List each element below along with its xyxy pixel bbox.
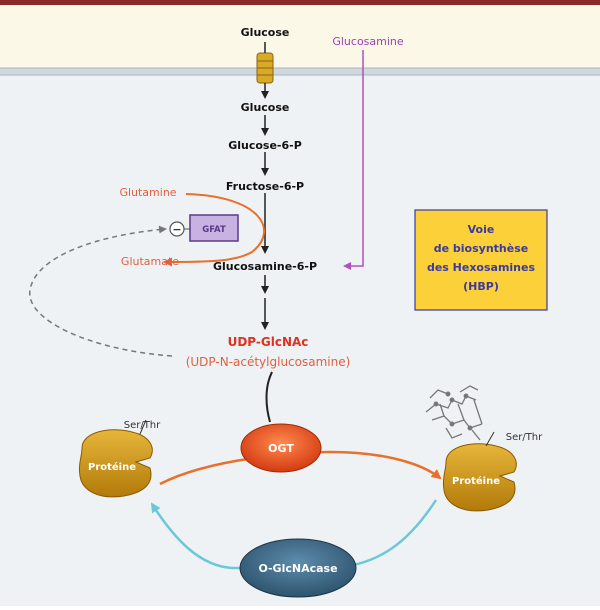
oglcnacase-enzyme: O-GlcNAcase (239, 538, 357, 598)
ogt-enzyme: OGT (240, 423, 322, 473)
serthr-right-label: Ser/Thr (506, 432, 543, 443)
fructose-6-p-label: Fructose-6-P (226, 180, 304, 193)
glutamate-label: Glutamate (121, 255, 179, 268)
glutamine-glutamate-arrow (163, 193, 266, 267)
glucosamine-label: Glucosamine (332, 35, 404, 48)
extracellular-background (0, 0, 600, 68)
gfat-enzyme: − GFAT (169, 214, 239, 242)
protein-left: Protéine Ser/Thr (78, 419, 161, 498)
top-border (0, 0, 600, 5)
o-glcnac-molecule-icon (425, 385, 483, 441)
glucose-outside-label: Glucose (241, 26, 290, 39)
glutamine-label: Glutamine (119, 186, 176, 199)
hbp-box: Voie de biosynthèse des Hexosamines (HBP… (414, 209, 548, 311)
glucosamine-6-p-label: Glucosamine-6-P (213, 260, 317, 273)
glycosylation-arrow (159, 450, 442, 486)
gfat-box (189, 214, 239, 242)
udp-glcnac-fullname: (UDP-N-acétylglucosamine) (186, 355, 351, 369)
oglcnacase-label: O-GlcNAcase (258, 562, 337, 575)
protein-left-label: Protéine (88, 461, 136, 473)
glucose-inside-label: Glucose (241, 101, 290, 114)
inhibition-sign: − (172, 223, 181, 236)
glucose-6-p-label: Glucose-6-P (228, 139, 302, 152)
cell-membrane (0, 68, 600, 75)
gfat-label: GFAT (202, 225, 226, 235)
glucosamine-arrow (343, 50, 364, 270)
udp-to-ogt-line (265, 371, 273, 423)
hbp-line-3: des Hexosamines (427, 261, 536, 274)
udp-glcnac-label: UDP-GlcNAc (228, 335, 309, 349)
hbp-line-1: Voie (468, 223, 495, 236)
hbp-line-4: (HBP) (463, 280, 499, 293)
glucose-transporter-icon (256, 42, 274, 84)
hbp-line-2: de biosynthèse (434, 242, 528, 255)
ogt-label: OGT (268, 442, 294, 455)
protein-right-label: Protéine (452, 475, 500, 487)
feedback-inhibition-arrow (29, 225, 173, 357)
protein-right: Protéine Ser/Thr (442, 431, 543, 512)
serthr-left-label: Ser/Thr (124, 420, 161, 431)
